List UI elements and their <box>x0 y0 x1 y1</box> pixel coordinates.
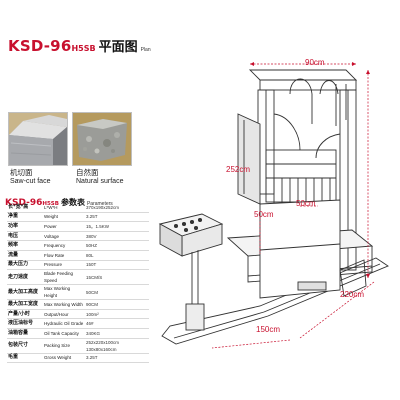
parameter-name-cn: 走刀速度 <box>7 269 43 286</box>
dimension-stroke-b: 50cm <box>254 210 274 219</box>
title-en: Plan <box>140 47 151 53</box>
saw-cut-sample-image <box>8 112 68 166</box>
parameter-name-en: Blade Feeding Speed <box>43 269 85 286</box>
title-cn: 平面图 <box>98 40 138 55</box>
natural-surface-caption-cn: 自然面 <box>76 168 99 177</box>
parameter-name-en: Pressure <box>43 260 85 271</box>
parameter-value: 15。1.5KW <box>85 221 149 232</box>
parameter-name-en: Output/Hour <box>43 309 85 320</box>
parameter-value: 50HZ <box>85 240 149 251</box>
parameter-value: 340KG <box>85 328 149 339</box>
parameter-name-en: Gross Weight <box>43 353 85 364</box>
machine-body <box>259 199 341 299</box>
saw-cut-caption-en: Saw-cut face <box>10 178 51 185</box>
parameter-value: 380V <box>85 231 149 242</box>
parameter-name-en: Oil Tank Capacity <box>43 328 85 339</box>
parameter-name-cn: 油箱容量 <box>7 328 43 339</box>
top-beam <box>248 69 358 81</box>
parameter-name-cn: 长*宽*高 <box>7 203 43 213</box>
model-name: KSD-96 <box>8 37 72 55</box>
parameter-name-en: Voltage <box>43 231 85 242</box>
parameters-title-cn: 参数表 <box>60 198 85 207</box>
dimension-width-top: 90cm <box>305 58 325 67</box>
parameter-value: 100m² <box>85 309 149 320</box>
parameter-name-en: Packing Size <box>43 338 85 354</box>
parameter-value: 15CM/S <box>85 269 149 286</box>
parameter-value: 370x190x252cm <box>85 203 149 213</box>
parameter-name-cn: 频率 <box>7 240 43 251</box>
parameter-name-en: L*W*H <box>43 203 85 213</box>
parameter-name-en: Power <box>43 221 85 232</box>
parameter-name-cn: 包装尺寸 <box>7 338 43 354</box>
parameter-name-en: Frequency <box>43 240 85 251</box>
parameter-name-cn: 流量 <box>7 250 43 261</box>
parameter-name-cn: 净重 <box>7 212 43 223</box>
dimension-stroke-a: 50cm <box>296 199 316 208</box>
parameter-name-en: Max Working Width <box>43 299 85 310</box>
parameter-value: 3.25T <box>85 212 149 223</box>
guard-plate <box>237 113 261 205</box>
parameter-name-en: Hydraulic Oil Grade <box>43 318 85 329</box>
parameter-name-en: Max Working Height <box>43 284 85 301</box>
parameter-value: 150T <box>85 260 149 271</box>
dimension-depth: 150cm <box>256 325 281 334</box>
saw-cut-caption: 机切面 Saw-cut face <box>10 168 50 186</box>
saw-cut-caption-cn: 机切面 <box>10 168 33 177</box>
machine-plan-drawing <box>158 62 389 349</box>
parameter-name-en: Flow Rate <box>43 250 85 261</box>
parameter-value: 80L <box>85 250 149 261</box>
base-rail <box>161 257 389 345</box>
dimension-length: 220cm <box>340 290 365 299</box>
parameter-value: 50CM <box>85 284 149 301</box>
parameter-name-en: Weight <box>43 212 85 223</box>
parameter-name-cn: 产量/小时 <box>7 309 43 320</box>
parameter-name-cn: 最大压力 <box>7 260 43 271</box>
cutting-head <box>265 149 337 203</box>
parameter-value: 90CM <box>85 299 149 310</box>
model-suffix: H5SB <box>71 44 96 53</box>
parameter-name-cn: 最大加工高度 <box>7 284 43 301</box>
parameter-name-cn: 功率 <box>7 221 43 232</box>
parameter-name-cn: 毛重 <box>7 353 43 364</box>
natural-surface-sample-image <box>72 112 132 166</box>
parameter-value: 46# <box>85 318 149 329</box>
natural-surface-caption-en: Natural surface <box>76 178 124 185</box>
parameter-name-cn: 液压油标号 <box>7 318 43 329</box>
dimension-height: 252cm <box>226 165 251 174</box>
parameter-name-cn: 电压 <box>7 231 43 242</box>
natural-surface-caption: 自然面 Natural surface <box>76 168 123 186</box>
parameter-value: 3.25T <box>85 353 149 364</box>
parameter-name-cn: 最大加工宽度 <box>7 299 43 310</box>
